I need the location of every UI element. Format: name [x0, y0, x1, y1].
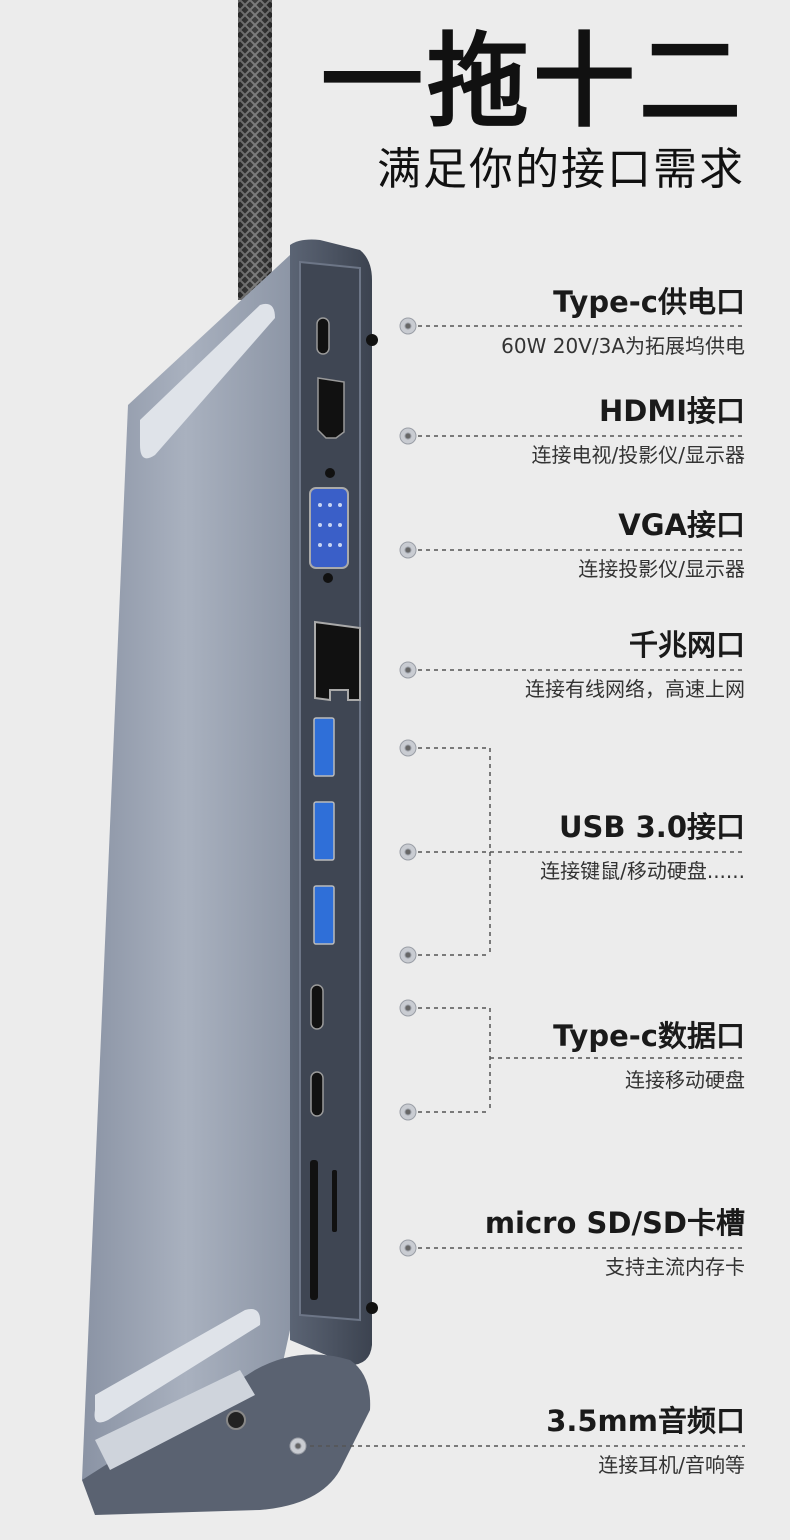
label-title: USB 3.0接口: [558, 810, 745, 844]
type-c-data-port-2-icon: [310, 1071, 324, 1117]
sd-card-slot-icon: [310, 1160, 318, 1300]
label-title: 千兆网口: [628, 628, 745, 662]
label-audio: 3.5mm音频口 连接耳机/音响等: [546, 1403, 745, 1479]
label-desc: 连接电视/投影仪/显示器: [531, 443, 745, 467]
leader-lines: [310, 325, 745, 1447]
dot-marker-icon: [289, 317, 417, 1455]
type-c-power-port-icon: [316, 317, 330, 355]
label-title: Type-c供电口: [553, 285, 745, 319]
label-title: HDMI接口: [599, 394, 745, 428]
label-type-c-power: Type-c供电口 60W 20V/3A为拓展坞供电: [501, 284, 745, 360]
usb3-port-1-icon: [313, 717, 335, 777]
label-ethernet: 千兆网口 连接有线网络，高速上网: [525, 627, 745, 703]
vga-port-icon: [309, 487, 349, 569]
label-desc: 连接投影仪/显示器: [578, 557, 745, 581]
page-subtitle: 满足你的接口需求: [377, 144, 745, 195]
label-sd-slot: micro SD/SD卡槽 支持主流内存卡: [485, 1205, 745, 1281]
label-usb3: USB 3.0接口 连接键鼠/移动硬盘......: [540, 809, 745, 885]
label-vga: VGA接口 连接投影仪/显示器: [578, 507, 745, 583]
label-desc: 连接有线网络，高速上网: [525, 677, 745, 701]
label-title: 3.5mm音频口: [546, 1404, 745, 1438]
audio-jack-icon: [226, 1410, 246, 1430]
label-type-c-data: Type-c数据口 连接移动硬盘: [553, 1018, 745, 1094]
usb3-port-3-icon: [313, 885, 335, 945]
ethernet-port-icon: [314, 620, 361, 702]
micro-sd-slot-icon: [332, 1170, 337, 1232]
braided-cable-icon: [238, 0, 272, 300]
page-title: 一拖十二: [321, 23, 745, 142]
label-desc: 连接耳机/音响等: [598, 1453, 745, 1477]
usb-c-hub-icon: [82, 239, 378, 1515]
label-hdmi: HDMI接口 连接电视/投影仪/显示器: [532, 393, 745, 469]
label-title: micro SD/SD卡槽: [484, 1206, 745, 1240]
label-title: VGA接口: [618, 508, 745, 542]
label-desc: 连接移动硬盘: [625, 1068, 745, 1092]
label-desc: 60W 20V/3A为拓展坞供电: [501, 334, 745, 358]
label-desc: 连接键鼠/移动硬盘......: [540, 859, 745, 883]
label-desc: 支持主流内存卡: [605, 1255, 745, 1279]
usb3-port-2-icon: [313, 801, 335, 861]
label-title: Type-c数据口: [553, 1019, 745, 1053]
type-c-data-port-1-icon: [310, 984, 324, 1030]
hdmi-port-icon: [317, 377, 345, 439]
